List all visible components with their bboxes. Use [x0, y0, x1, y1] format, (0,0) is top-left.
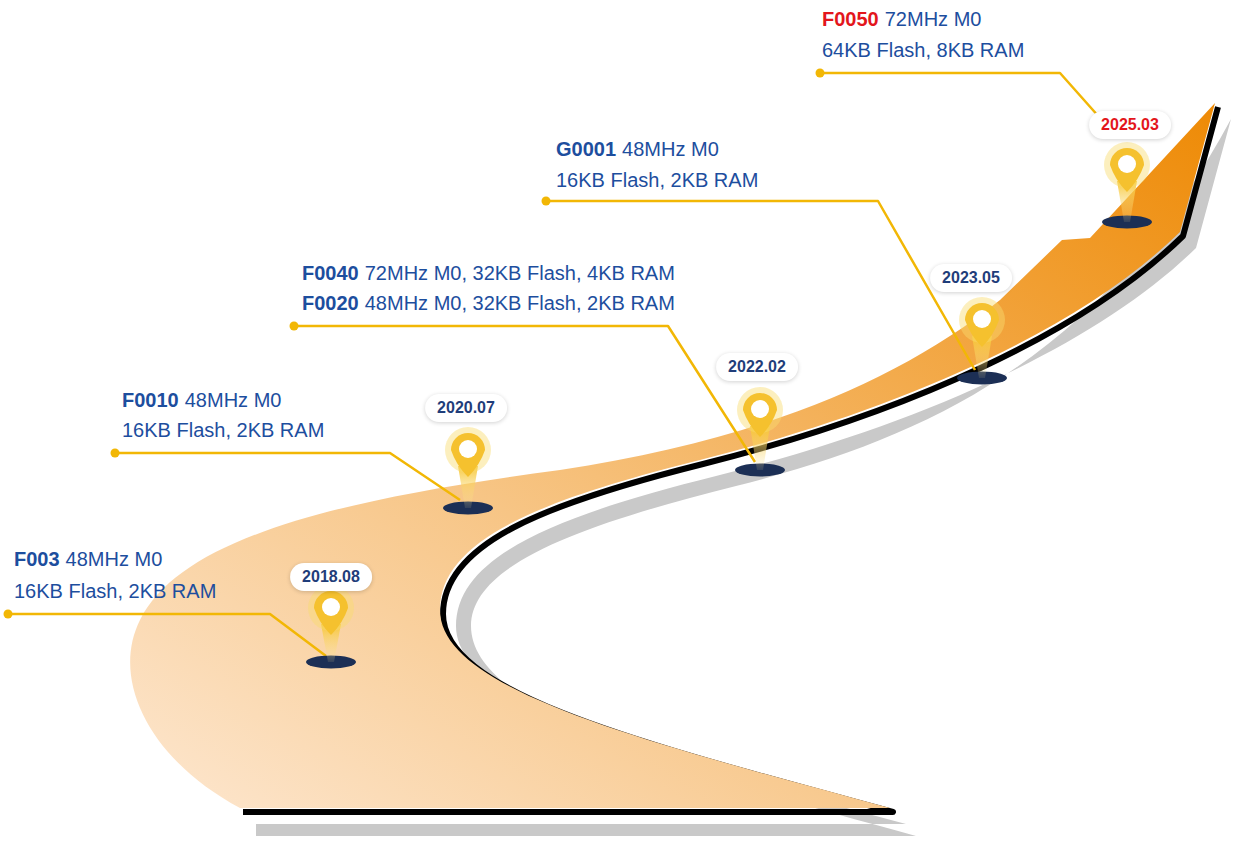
leader-dot: [542, 197, 551, 206]
chip-spec: 16KB Flash, 2KB RAM: [556, 168, 758, 192]
date-label: 2025.03: [1101, 116, 1159, 134]
pin-head: [965, 303, 999, 347]
leader-line: [294, 326, 755, 462]
chip-spec: 16KB Flash, 2KB RAM: [14, 579, 216, 603]
chip-name: F0010: [122, 388, 179, 412]
date-label: 2022.02: [728, 358, 786, 376]
pin-hole: [322, 598, 340, 616]
location-pin: [735, 387, 785, 477]
chip-name: F0050: [822, 7, 879, 31]
chip-name: F0020: [302, 291, 359, 315]
chip-spec: 48MHz M0: [66, 547, 163, 571]
pin-head: [314, 591, 348, 635]
leader-line: [820, 73, 1100, 118]
location-pin: [957, 297, 1007, 385]
pin-hole: [751, 400, 769, 418]
chip-spec: 48MHz M0: [185, 388, 282, 412]
leader-line: [546, 201, 975, 370]
chip-name: F0040: [302, 261, 359, 285]
date-label: 2018.08: [302, 568, 360, 586]
chip-name: F003: [14, 547, 60, 571]
date-label: 2023.05: [942, 269, 1000, 287]
date-badge: 2023.05: [930, 264, 1012, 292]
leader-dot: [816, 69, 825, 78]
road-arrow: [130, 103, 1215, 808]
date-badge: 2018.08: [290, 563, 372, 591]
pin-head: [1110, 148, 1144, 192]
pin-hole: [973, 310, 991, 328]
leader-line: [115, 453, 460, 500]
chip-spec: 72MHz M0, 32KB Flash, 4KB RAM: [365, 261, 675, 285]
date-badge: 2025.03: [1089, 111, 1171, 139]
leader-dot: [4, 610, 13, 619]
chip-spec: 16KB Flash, 2KB RAM: [122, 418, 324, 442]
chip-spec: 72MHz M0: [885, 7, 982, 31]
date-badge: 2020.07: [425, 394, 507, 422]
leader-dot: [111, 449, 120, 458]
chip-name: G0001: [556, 137, 616, 161]
leader-line: [8, 614, 326, 656]
date-label: 2020.07: [437, 399, 495, 417]
chip-spec: 64KB Flash, 8KB RAM: [822, 38, 1024, 62]
pin-hole: [459, 440, 477, 458]
pin-head: [451, 433, 485, 477]
location-pin: [443, 427, 493, 515]
chip-spec: 48MHz M0: [622, 137, 719, 161]
pin-head: [743, 393, 777, 437]
leader-dot: [290, 322, 299, 331]
date-badge: 2022.02: [716, 353, 798, 381]
location-pin: [306, 585, 356, 669]
location-pin: [1102, 142, 1152, 229]
pin-hole: [1118, 155, 1136, 173]
chip-spec: 48MHz M0, 32KB Flash, 2KB RAM: [365, 291, 675, 315]
